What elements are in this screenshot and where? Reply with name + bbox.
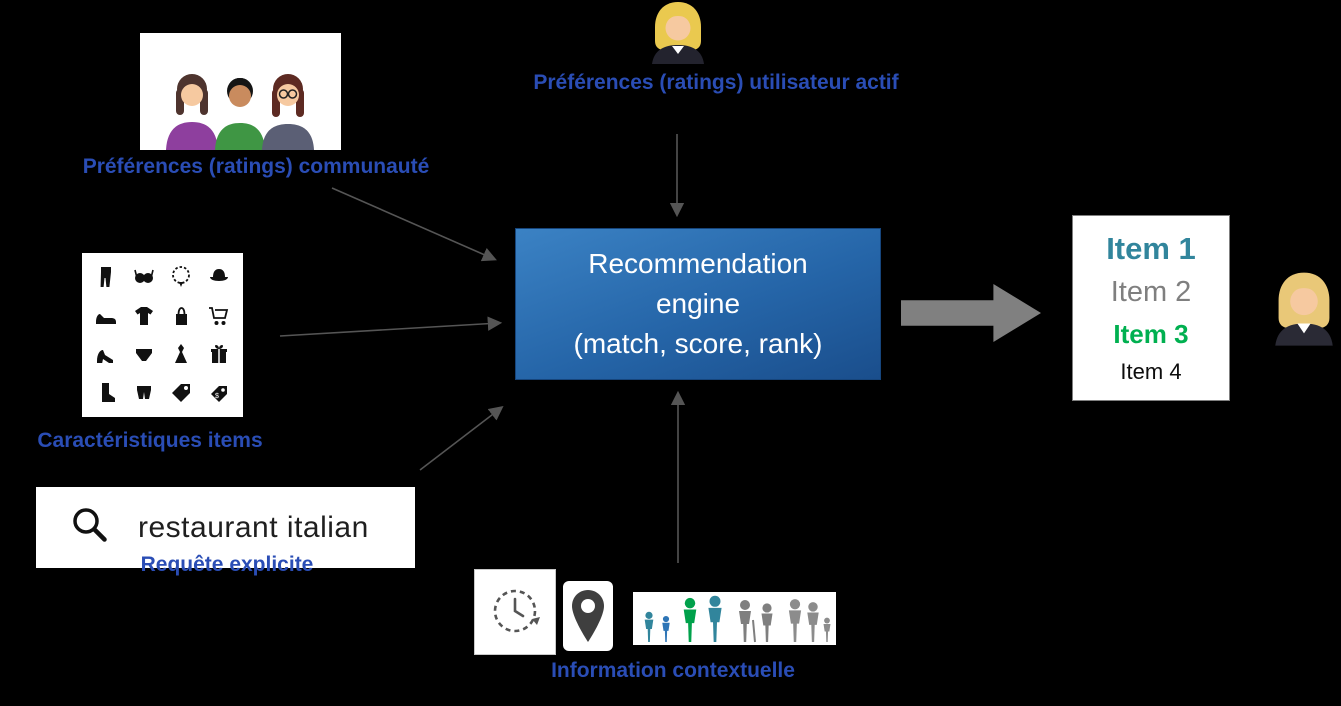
result-item-3: Item 3 <box>1113 318 1189 349</box>
shoe-icon <box>94 304 118 328</box>
shorts-icon <box>132 381 156 405</box>
arrow-community-to-engine <box>331 187 497 262</box>
necklace-icon <box>169 265 193 289</box>
item-features-grid: $ <box>82 253 243 417</box>
time-history-icon <box>474 569 556 655</box>
handbag-icon <box>169 304 193 328</box>
search-query-text: restaurant italian <box>138 510 369 544</box>
engine-line-2: engine <box>655 288 741 319</box>
output-user-avatar <box>1262 268 1341 348</box>
engine-output-arrow <box>901 284 1041 342</box>
community-photo <box>140 33 341 150</box>
arrow-query-to-engine <box>419 406 504 471</box>
tshirt-icon <box>132 304 156 328</box>
price-tag-icon: $ <box>207 381 231 405</box>
community-label: Préférences (ratings) communauté <box>82 155 430 178</box>
explicit-query-label: Requête explicite <box>140 553 314 576</box>
panties-icon <box>132 342 156 366</box>
woman-avatar-icon <box>652 2 704 64</box>
three-people-icon <box>140 33 341 150</box>
bra-icon <box>132 265 156 289</box>
context-label: Information contextuelle <box>551 659 795 682</box>
arrow-items-to-engine <box>279 316 503 337</box>
item-features-label: Caractéristiques items <box>37 429 263 452</box>
tag-icon <box>169 381 193 405</box>
heel-icon <box>94 342 118 366</box>
engine-line-1: Recommendation <box>588 248 808 279</box>
search-icon <box>70 505 110 550</box>
recommendation-engine-box: Recommendation engine (match, score, ran… <box>515 228 881 380</box>
active-user-avatar <box>640 0 716 64</box>
results-list: Item 1 Item 2 Item 3 Item 4 <box>1072 215 1230 401</box>
active-user-label: Préférences (ratings) utilisateur actif <box>533 71 899 94</box>
result-item-4: Item 4 <box>1120 358 1182 384</box>
search-box: restaurant italian <box>36 487 415 568</box>
result-item-1: Item 1 <box>1106 231 1196 267</box>
result-item-2: Item 2 <box>1110 276 1192 309</box>
hat-icon <box>207 265 231 289</box>
woman-avatar-icon <box>1275 272 1333 346</box>
cart-icon <box>207 304 231 328</box>
demographics-people-icon <box>633 592 836 645</box>
engine-line-3: (match, score, rank) <box>573 328 823 359</box>
svg-text:$: $ <box>215 393 219 400</box>
gift-icon <box>207 342 231 366</box>
pants-icon <box>94 265 118 289</box>
dress-icon <box>169 342 193 366</box>
location-pin-icon <box>563 581 613 651</box>
boot-icon <box>94 381 118 405</box>
